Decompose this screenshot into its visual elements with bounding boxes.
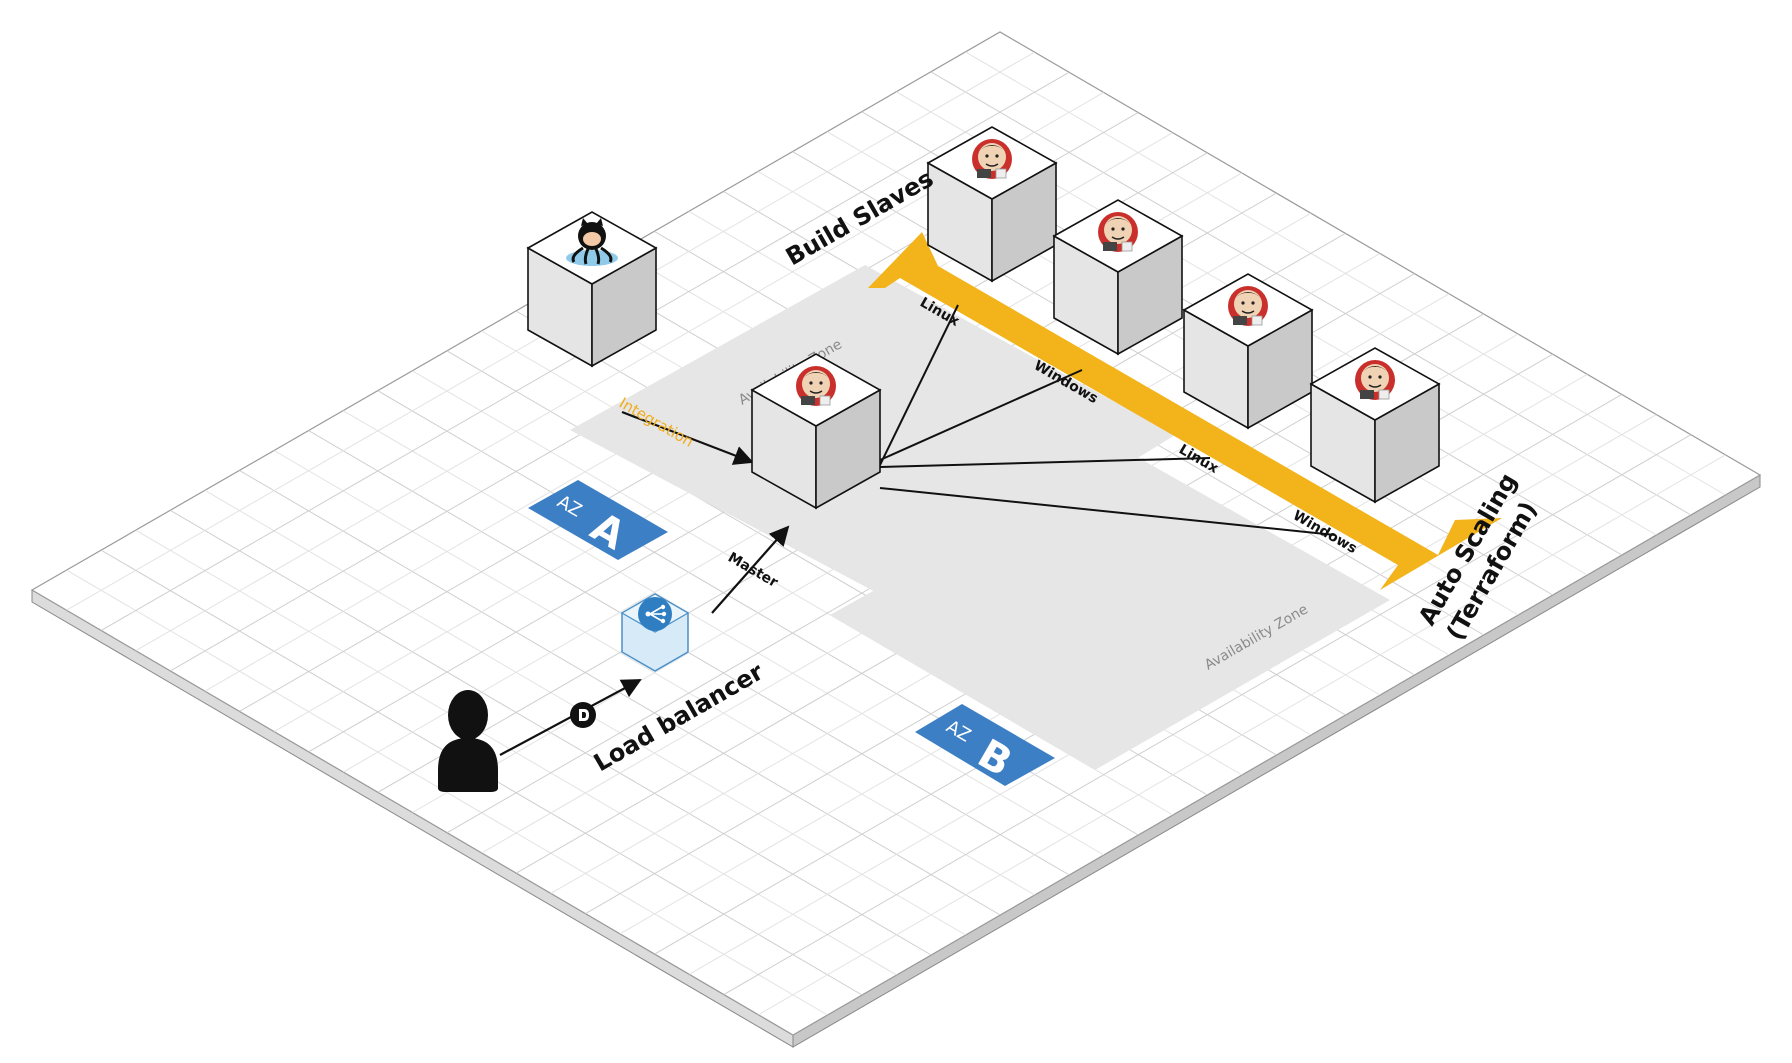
integration-link (621, 410, 754, 465)
jenkins-icon (1097, 211, 1139, 253)
slave-link-4 (879, 487, 1336, 536)
slave-link-2 (879, 369, 1083, 461)
user-to-lb-link (499, 679, 642, 756)
user-icon (438, 690, 498, 792)
jenkins-icon (795, 365, 837, 407)
grid-line (758, 454, 1726, 1016)
slave-node-2 (1052, 199, 1184, 356)
jenkins-icon (971, 138, 1013, 180)
slave-node-1 (926, 126, 1058, 283)
load-balancer-icon (638, 597, 672, 631)
github-octocat-icon (566, 218, 618, 266)
jenkins-icon (1227, 285, 1269, 327)
github-node (526, 211, 658, 368)
az-a-badge: AZ A (528, 480, 668, 560)
dns-icon (570, 702, 596, 728)
az-b-badge: AZ B (915, 704, 1055, 786)
jenkins-icon (1354, 359, 1396, 401)
slave-node-3 (1182, 273, 1314, 430)
slave-link-1 (879, 304, 959, 466)
grid-line (723, 434, 1692, 995)
load-balancer-node (620, 593, 690, 672)
slave-node-4 (1309, 347, 1441, 504)
jenkins-master-node (750, 353, 882, 510)
connections (499, 304, 1336, 756)
slave-link-3 (879, 457, 1211, 468)
master-link (711, 525, 790, 614)
availability-zone-b (830, 450, 1390, 770)
cube-layer (526, 126, 1441, 510)
auto-scaling-arrow (868, 232, 1502, 590)
